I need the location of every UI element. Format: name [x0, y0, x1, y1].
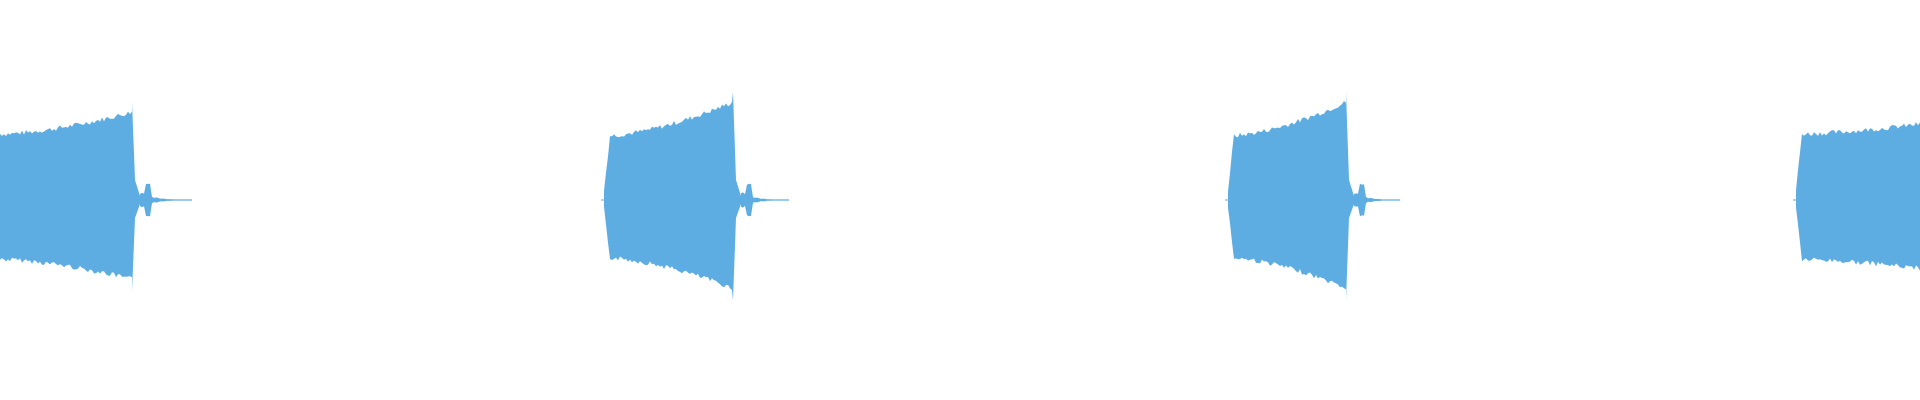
waveform-tail-3	[1354, 183, 1400, 217]
waveform-burst-3	[1228, 92, 1354, 301]
waveform-burst-4	[1796, 122, 1920, 271]
waveform-burst-1	[0, 102, 140, 292]
waveform-burst-2	[604, 92, 741, 301]
waveform-tail-2	[741, 183, 789, 217]
waveform-tail-1	[140, 183, 192, 217]
